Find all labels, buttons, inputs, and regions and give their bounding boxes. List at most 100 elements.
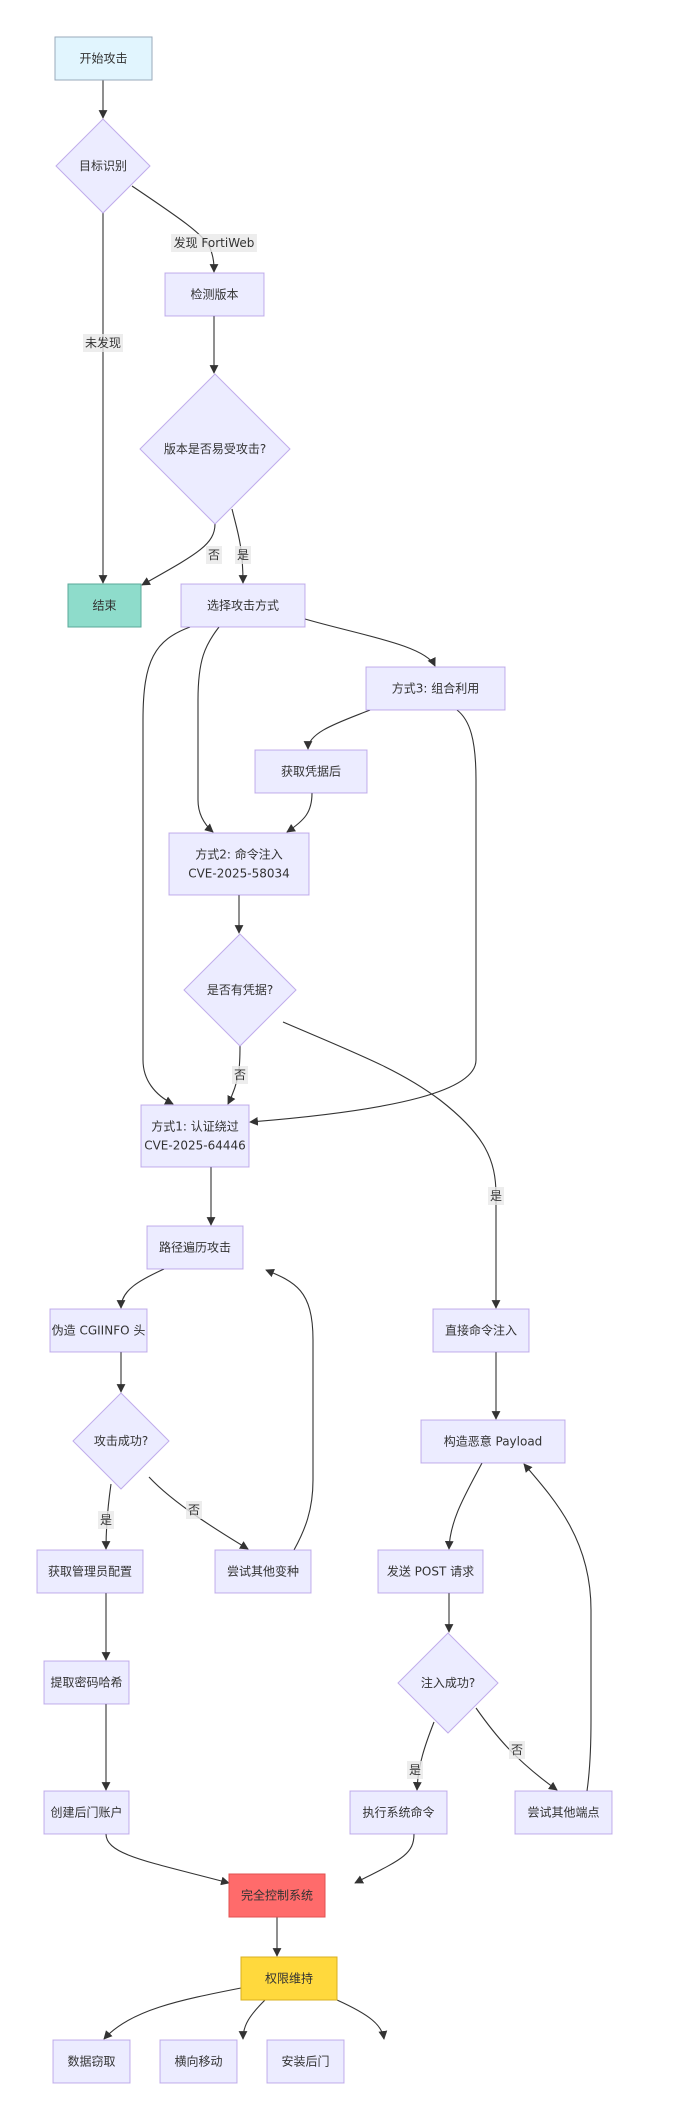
decision-diamond xyxy=(183,933,297,1047)
node-label: 方式1: 认证绕过 xyxy=(151,1119,239,1134)
edge-credq-to-directinj xyxy=(282,1021,501,1309)
node-label: 注入成功? xyxy=(421,1675,475,1690)
process-box xyxy=(164,272,265,317)
edge-label-atkq-to-variant: 否 xyxy=(186,1501,202,1519)
node-label: 获取管理员配置 xyxy=(48,1564,132,1579)
node-credq: 是否有凭据? xyxy=(183,933,297,1047)
process-box xyxy=(180,583,306,628)
edge-injq-to-exec xyxy=(412,1721,435,1791)
edge-persist-to-exfil xyxy=(103,1987,242,2040)
edge-label-injq-to-exec: 是 xyxy=(407,1761,423,1779)
node-exfil: 数据窃取 xyxy=(52,2039,131,2084)
node-label: 构造恶意 Payload xyxy=(444,1434,543,1449)
svg-text:是: 是 xyxy=(237,548,249,562)
edge-label-vulnq-to-end: 否 xyxy=(206,546,222,564)
node-label: 尝试其他变种 xyxy=(227,1564,299,1579)
process-box xyxy=(228,1873,326,1918)
edge-label-credq-to-m1: 否 xyxy=(232,1066,248,1084)
edge-path-to-forge xyxy=(116,1268,165,1309)
edge-choose-to-m2 xyxy=(197,626,220,833)
edge-label-injq-to-endpoint: 否 xyxy=(509,1741,525,1759)
node-label: 横向移动 xyxy=(174,2054,222,2069)
node-label: 攻击成功? xyxy=(94,1434,148,1448)
node-label: 完全控制系统 xyxy=(241,1888,313,1903)
node-label: 版本是否易受攻击? xyxy=(164,442,266,456)
edge-vulnq-to-choose xyxy=(231,508,248,584)
edge-choose-to-m1 xyxy=(142,626,191,1105)
edge-variant-to-path xyxy=(265,1268,314,1551)
svg-text:是: 是 xyxy=(409,1763,421,1777)
process-box xyxy=(146,1225,244,1270)
edge-label-atkq-to-admincfg: 是 xyxy=(98,1511,114,1529)
node-hash: 提取密码哈希 xyxy=(43,1660,130,1705)
node-forge: 伪造 CGIINFO 头 xyxy=(49,1308,148,1353)
process-box xyxy=(377,1549,484,1594)
process-box xyxy=(49,1308,148,1353)
node-atkq: 攻击成功? xyxy=(72,1392,170,1490)
node-start: 开始攻击 xyxy=(54,36,153,81)
node-label: 结束 xyxy=(92,599,116,613)
edge-vulnq-to-end xyxy=(141,523,216,586)
process-box xyxy=(420,1419,566,1464)
process-box xyxy=(67,583,142,628)
node-label: 尝试其他端点 xyxy=(527,1805,599,1820)
node-label: 发送 POST 请求 xyxy=(387,1564,474,1579)
process-box xyxy=(254,749,368,794)
decision-diamond xyxy=(397,1632,499,1734)
node-label: 安装后门 xyxy=(281,2054,329,2069)
node-payload: 构造恶意 Payload xyxy=(420,1419,566,1464)
process-box xyxy=(214,1549,312,1594)
svg-text:是: 是 xyxy=(100,1513,112,1527)
process-box xyxy=(266,2039,345,2084)
node-admincfg: 获取管理员配置 xyxy=(36,1549,144,1594)
svg-text:是: 是 xyxy=(490,1189,502,1203)
node-persist: 权限维持 xyxy=(240,1956,338,2001)
node-post: 发送 POST 请求 xyxy=(377,1549,484,1594)
node-label: 是否有凭据? xyxy=(207,982,273,997)
process-box xyxy=(365,666,506,711)
edge-label-identify-to-end: 未发现 xyxy=(83,334,123,352)
edge-m3-to-getcred xyxy=(303,709,371,750)
node-endpoint: 尝试其他端点 xyxy=(514,1790,613,1835)
process-box xyxy=(168,832,310,896)
node-end: 结束 xyxy=(67,583,142,628)
edge-label-identify-to-checkver: 发现 FortiWeb xyxy=(171,234,257,252)
node-m1: 方式1: 认证绕过 CVE-2025-64446 xyxy=(140,1104,250,1168)
process-box xyxy=(52,2039,131,2084)
node-installbd: 安装后门 xyxy=(266,2039,345,2084)
svg-text:否: 否 xyxy=(188,1503,200,1517)
node-label: 开始攻击 xyxy=(79,52,127,66)
node-label: 选择攻击方式 xyxy=(207,598,279,613)
node-m3: 方式3: 组合利用 xyxy=(365,666,506,711)
node-control: 完全控制系统 xyxy=(228,1873,326,1918)
edge-identify-to-checkver xyxy=(131,185,219,273)
edge-endpoint-to-payload xyxy=(523,1463,592,1792)
node-label: CVE-2025-64446 xyxy=(144,1139,246,1153)
process-box xyxy=(43,1660,130,1705)
process-box xyxy=(514,1790,613,1835)
svg-text:否: 否 xyxy=(511,1743,523,1757)
node-label: 直接命令注入 xyxy=(445,1323,517,1338)
svg-text:发现 FortiWeb: 发现 FortiWeb xyxy=(174,235,255,250)
edge-backdoor-to-control xyxy=(105,1833,230,1886)
edge-getcred-to-m2 xyxy=(286,792,313,833)
node-label: CVE-2025-58034 xyxy=(188,867,290,881)
svg-text:否: 否 xyxy=(234,1068,246,1082)
node-label: 提取密码哈希 xyxy=(50,1675,122,1690)
edge-persist-to-installbd xyxy=(336,1999,388,2040)
node-label: 路径遍历攻击 xyxy=(159,1240,231,1255)
node-checkver: 检测版本 xyxy=(164,272,265,317)
decision-diamond xyxy=(139,373,291,525)
node-label: 目标识别 xyxy=(79,159,127,173)
node-label: 方式2: 命令注入 xyxy=(195,847,283,862)
edge-payload-to-post xyxy=(444,1462,483,1550)
node-m2: 方式2: 命令注入 CVE-2025-58034 xyxy=(168,832,310,896)
svg-text:未发现: 未发现 xyxy=(85,335,121,350)
node-variant: 尝试其他变种 xyxy=(214,1549,312,1594)
edge-exec-to-control xyxy=(354,1833,415,1884)
node-label: 创建后门账户 xyxy=(50,1805,122,1820)
decision-diamond xyxy=(72,1392,170,1490)
node-backdoor: 创建后门账户 xyxy=(43,1790,130,1835)
